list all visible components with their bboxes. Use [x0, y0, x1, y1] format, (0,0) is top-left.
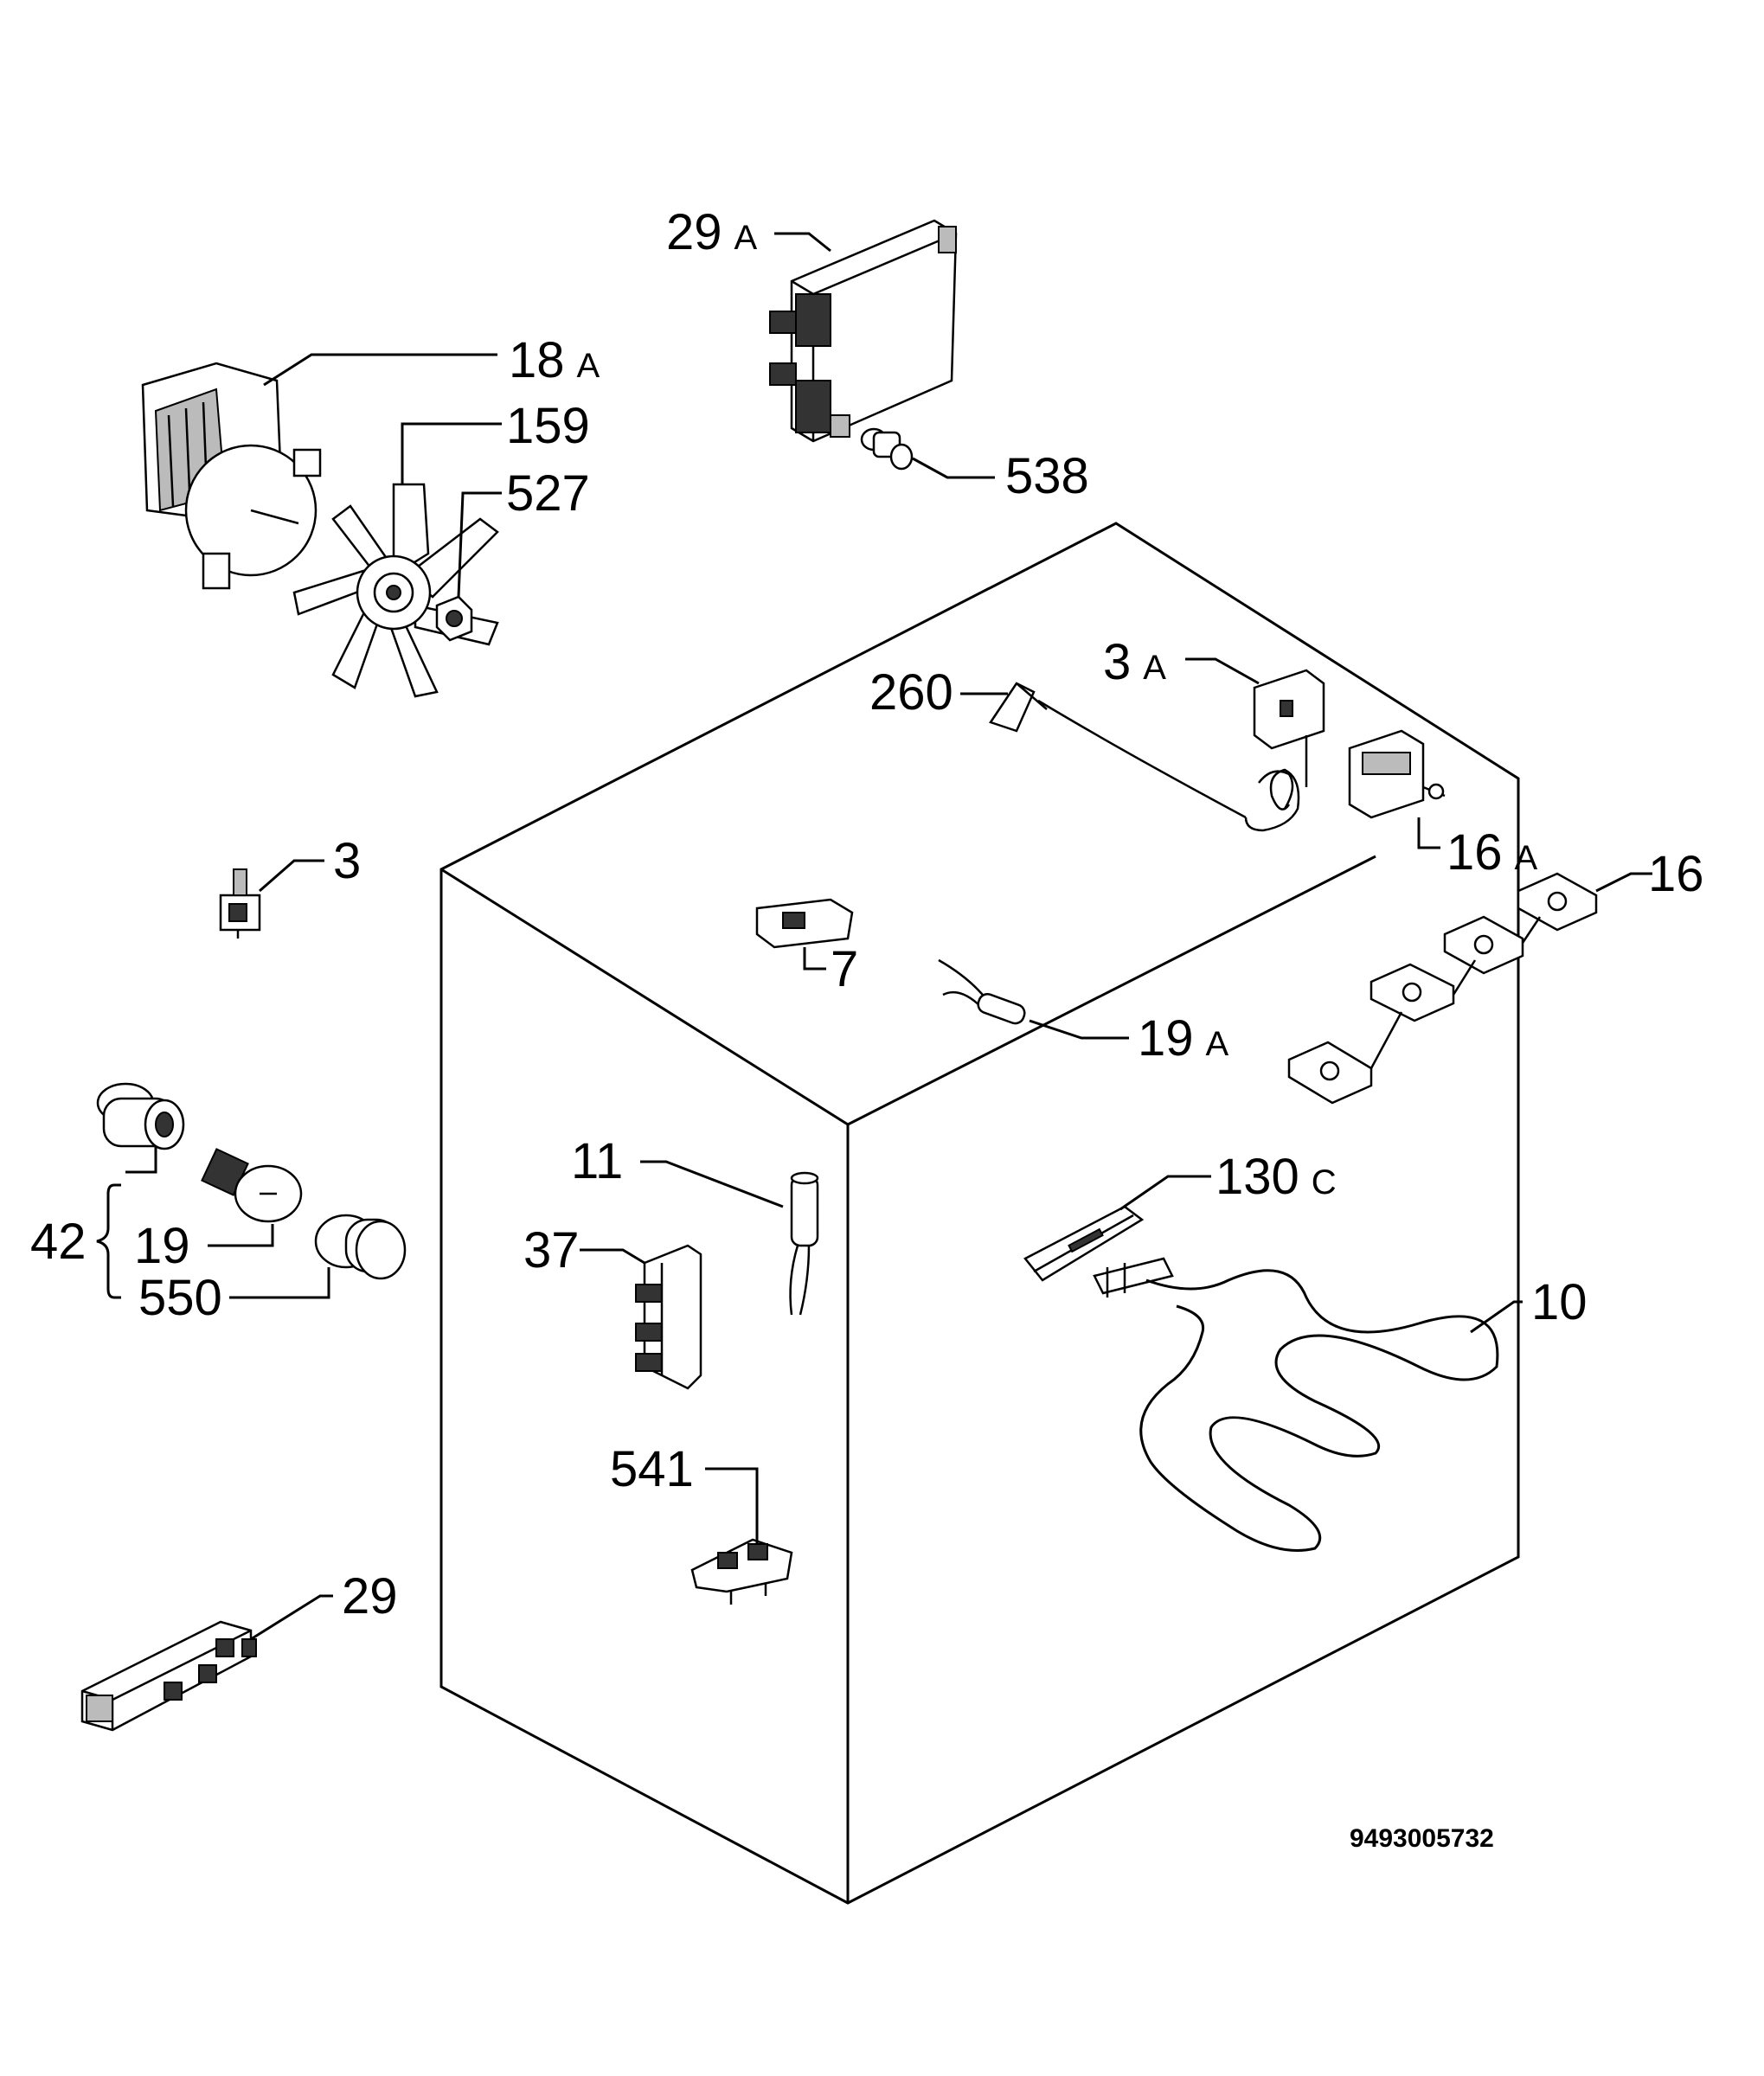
part-16-terminal-strip [1287, 872, 1598, 1105]
part-19a-lamp [938, 958, 1026, 1025]
part-42-lamp-holder [96, 1082, 185, 1150]
label-541: 541 [610, 1441, 694, 1497]
drawing-code: 9493005732 [1350, 1824, 1494, 1853]
leader-16a [1417, 817, 1440, 849]
part-29a-ignition-module [769, 219, 958, 443]
part-10-heating-element [1093, 1257, 1499, 1552]
label-29: 29 [342, 1568, 398, 1624]
part-11-capacitor [789, 1171, 819, 1316]
label-16: 16 [1648, 846, 1704, 902]
leader-42-holder [125, 1146, 157, 1174]
leader-527 [457, 491, 502, 598]
part-16a-selector-switch [1348, 729, 1446, 819]
leader-130c [1119, 1175, 1211, 1211]
leader-3 [259, 859, 324, 893]
part-260-sensor-probe [989, 682, 1247, 819]
leader-29a [774, 232, 831, 253]
part-527-nut [435, 595, 473, 642]
leader-16 [1595, 872, 1652, 893]
label-7: 7 [831, 941, 858, 997]
part-18a-fan-motor [141, 362, 322, 590]
label-42: 42 [30, 1214, 87, 1270]
part-130c-heater-bracket [1023, 1205, 1145, 1282]
label-11: 11 [571, 1133, 623, 1189]
part-19-bulb [201, 1148, 303, 1223]
leader-541 [705, 1467, 759, 1544]
label-550: 550 [138, 1270, 222, 1326]
leader-29 [250, 1594, 333, 1641]
part-541-connector [690, 1538, 793, 1605]
label-538: 538 [1005, 448, 1089, 504]
leader-538 [912, 457, 995, 479]
part-550-lamp-cover [314, 1214, 407, 1280]
leader-19 [208, 1224, 274, 1247]
leader-19a [1029, 1019, 1129, 1040]
leader-3a [1185, 657, 1260, 685]
part-29-igniter-module [80, 1620, 257, 1732]
part-7-door-switch [755, 898, 854, 949]
leader-10 [1470, 1300, 1523, 1334]
label-527: 527 [506, 465, 590, 522]
label-19: 19 [134, 1218, 190, 1274]
leader-7 [803, 947, 826, 971]
brace-42 [96, 1183, 121, 1299]
leader-37 [580, 1248, 645, 1265]
leader-18a [263, 353, 497, 387]
part-538-fuse [860, 427, 914, 471]
leader-11 [640, 1160, 784, 1208]
label-260: 260 [869, 664, 953, 721]
label-159: 159 [506, 398, 590, 454]
label-3: 3 [333, 833, 361, 889]
label-10: 10 [1531, 1274, 1588, 1330]
part-159-fan-blade [292, 483, 499, 698]
leader-550 [229, 1267, 330, 1299]
leader-159 [401, 422, 502, 484]
part-3a-thermostat [1244, 669, 1325, 832]
label-37: 37 [523, 1222, 580, 1278]
part-37-terminal-block [635, 1244, 702, 1390]
oven-cabinet [439, 522, 1520, 1905]
part-3-thermal-switch [219, 868, 261, 939]
